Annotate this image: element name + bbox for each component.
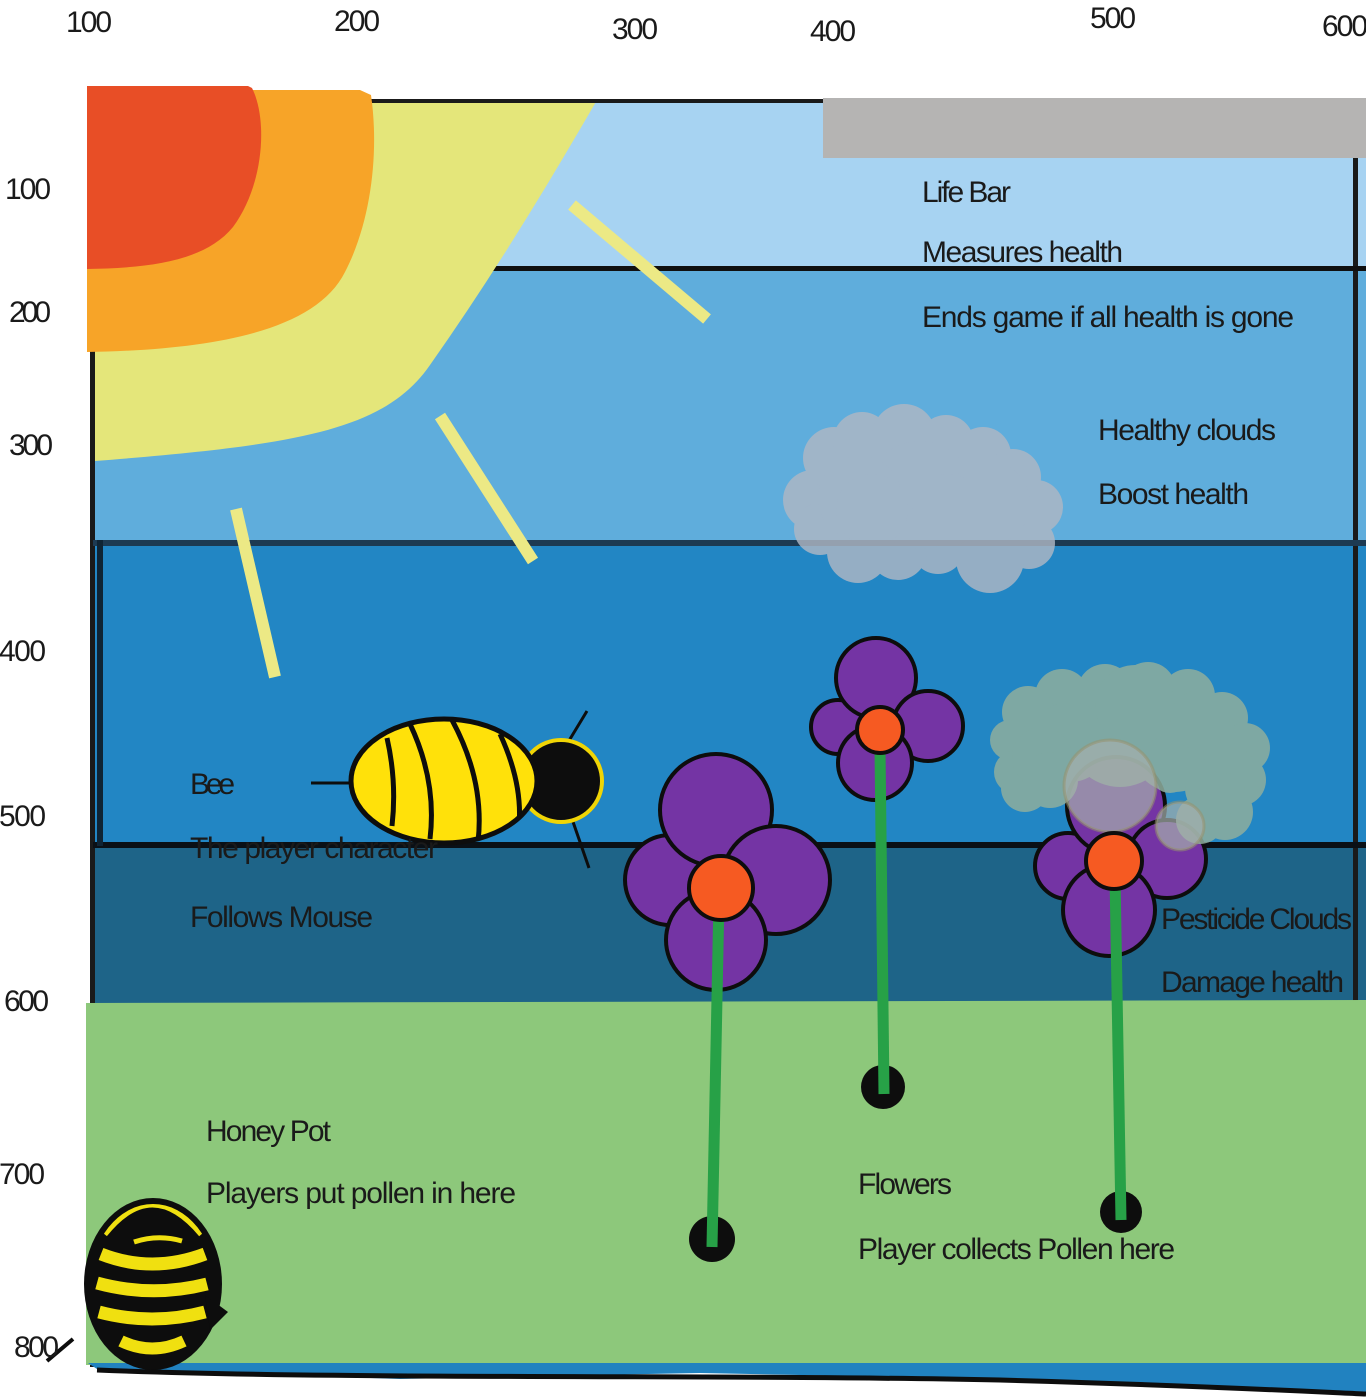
svg-text:300: 300 — [612, 13, 658, 46]
svg-text:500: 500 — [1090, 2, 1136, 35]
svg-text:Healthy clouds: Healthy clouds — [1098, 414, 1276, 447]
svg-text:100: 100 — [5, 173, 51, 206]
svg-text:Ends game if all health is gon: Ends game if all health is gone — [922, 301, 1294, 334]
svg-text:Player collects Pollen here: Player collects Pollen here — [858, 1233, 1175, 1266]
svg-text:Bee: Bee — [190, 768, 235, 801]
svg-text:200: 200 — [334, 5, 380, 38]
svg-text:500: 500 — [0, 800, 46, 833]
svg-text:Pesticide Clouds: Pesticide Clouds — [1161, 903, 1352, 936]
svg-text:Players put pollen in here: Players put pollen in here — [206, 1177, 516, 1210]
svg-text:Measures health: Measures health — [922, 236, 1123, 269]
svg-text:100: 100 — [66, 6, 112, 39]
svg-text:Flowers: Flowers — [858, 1168, 952, 1201]
svg-text:600: 600 — [1322, 10, 1366, 43]
svg-text:800: 800 — [14, 1331, 59, 1364]
svg-text:Honey Pot: Honey Pot — [206, 1115, 332, 1148]
svg-text:400: 400 — [810, 15, 856, 48]
svg-text:300: 300 — [9, 429, 53, 462]
svg-text:The player character: The player character — [190, 832, 438, 865]
svg-text:200: 200 — [9, 296, 51, 329]
svg-text:400: 400 — [0, 635, 46, 668]
svg-text:Damage health: Damage health — [1161, 966, 1344, 999]
svg-text:700: 700 — [0, 1158, 45, 1191]
svg-text:Follows Mouse: Follows Mouse — [190, 901, 373, 934]
svg-text:Boost health: Boost health — [1098, 478, 1249, 511]
svg-text:600: 600 — [4, 985, 49, 1018]
svg-text:Life Bar: Life Bar — [922, 176, 1011, 209]
